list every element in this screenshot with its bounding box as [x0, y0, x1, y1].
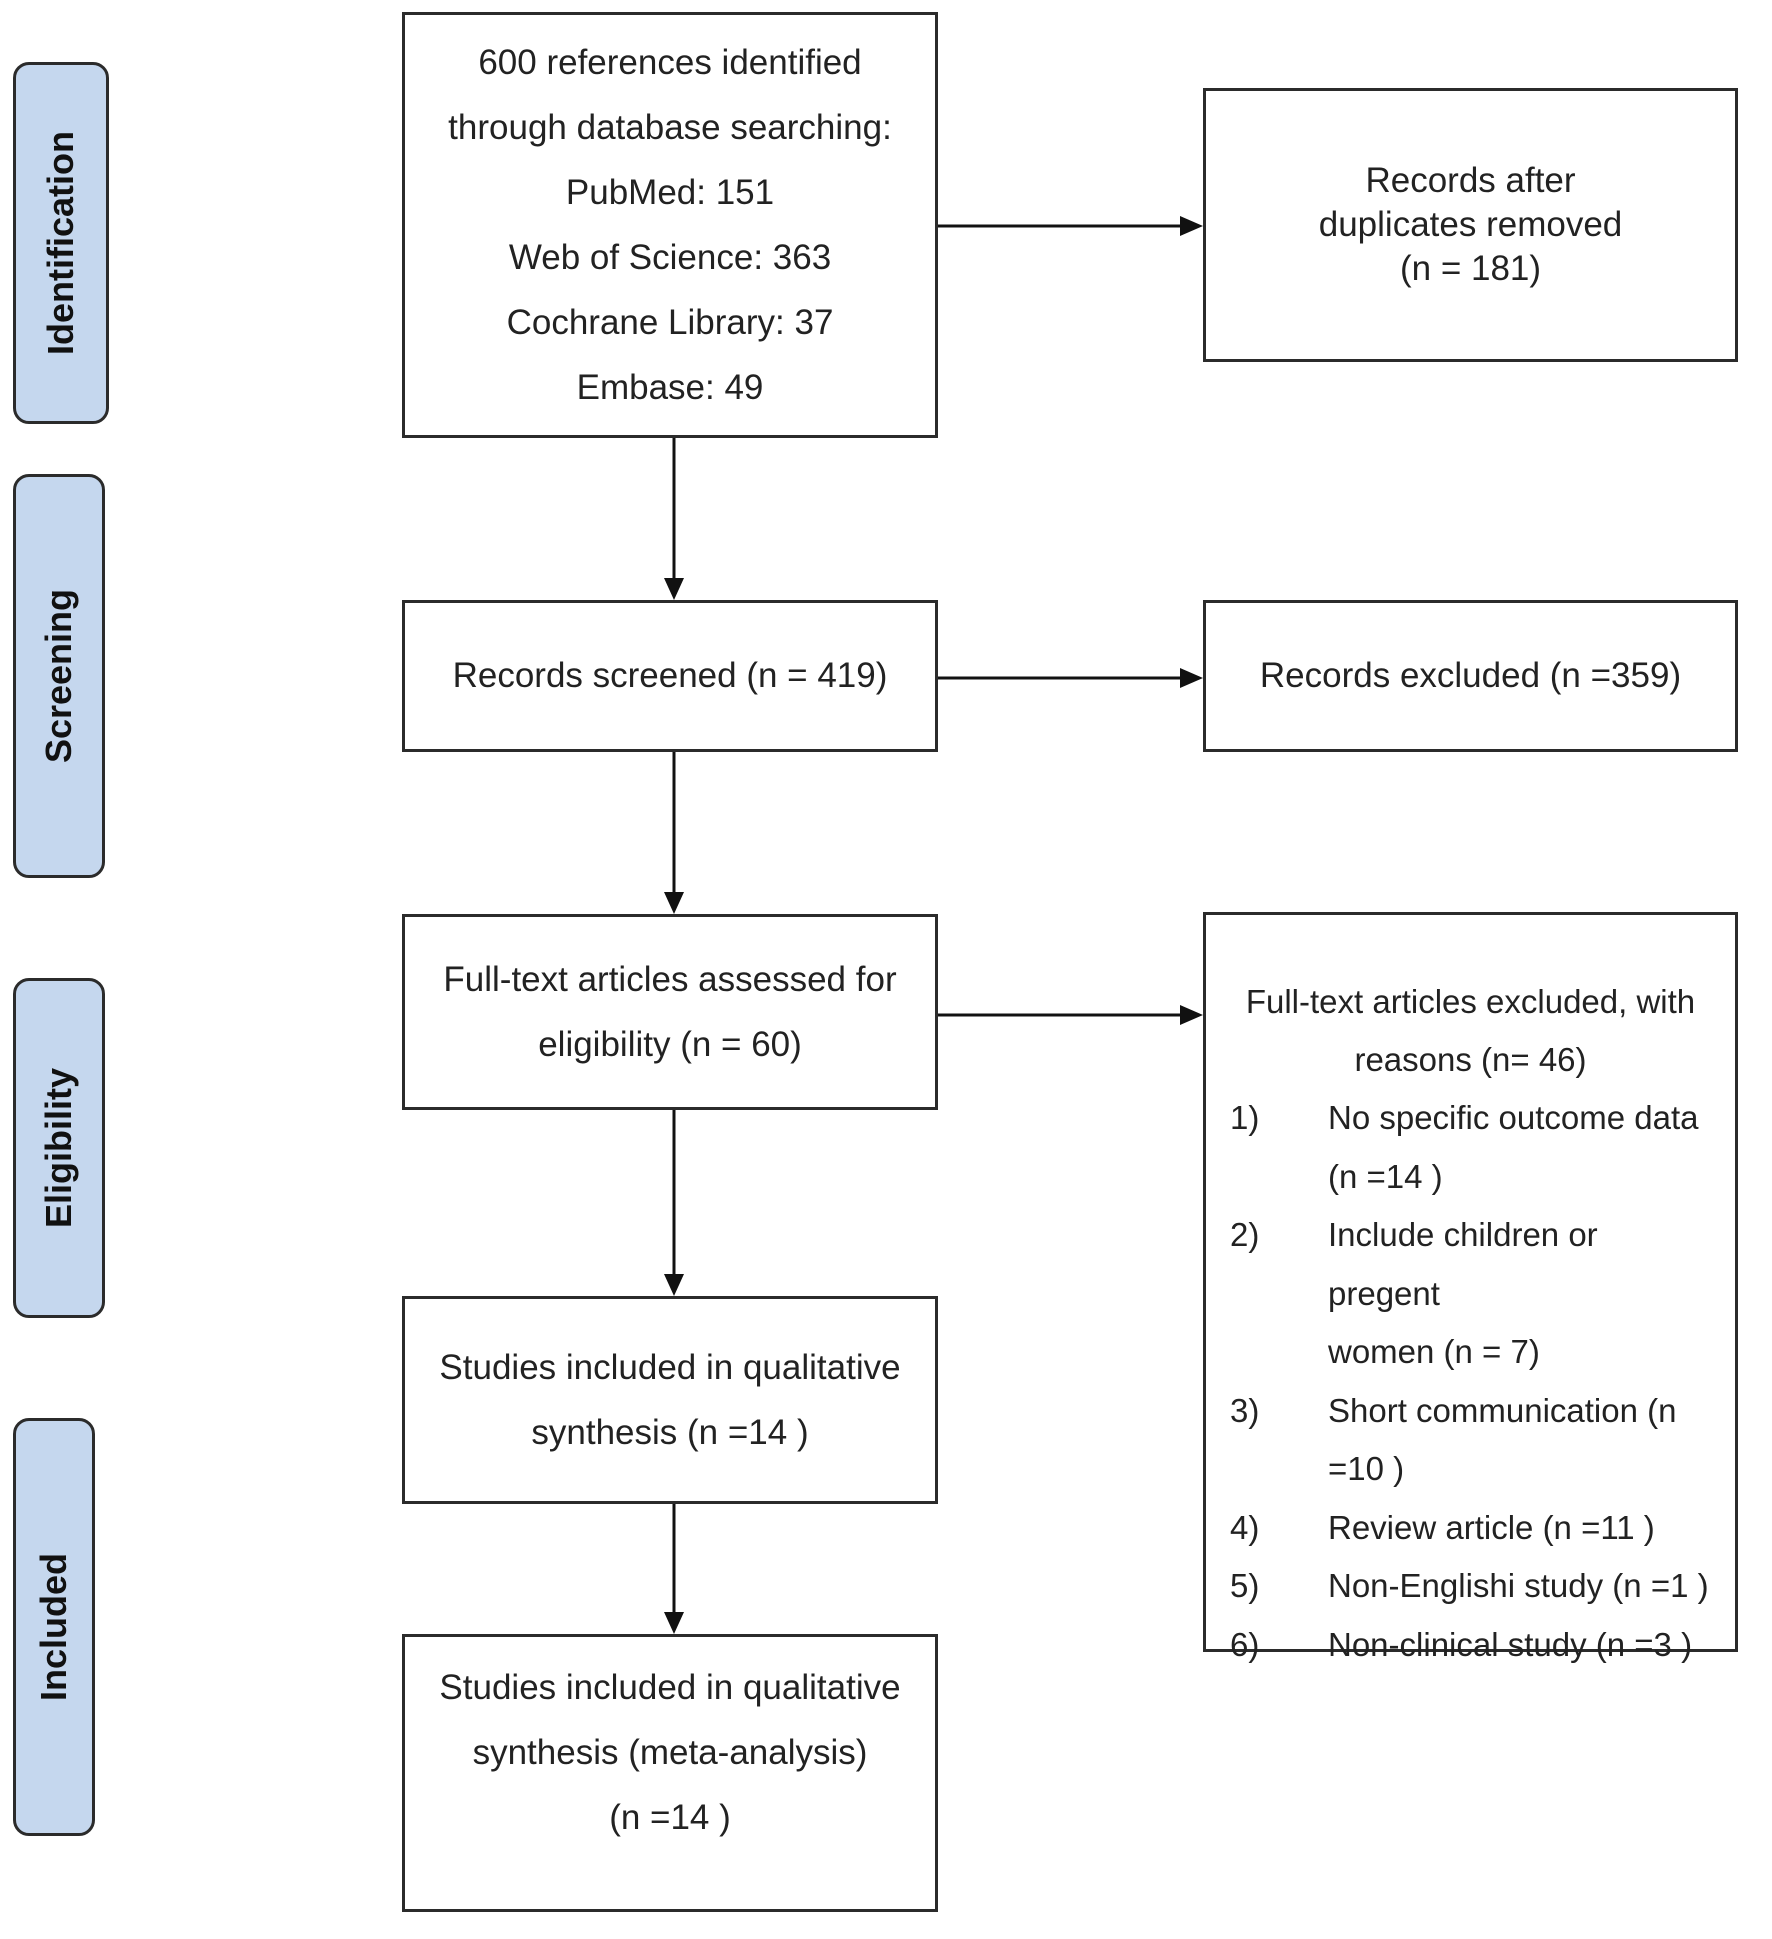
duplicates-line: duplicates removed: [1318, 205, 1623, 244]
identified-line: 600 references identified: [478, 43, 862, 82]
arrowhead: [664, 1612, 684, 1634]
reason-number: 5): [1230, 1567, 1260, 1604]
arrowhead: [1180, 668, 1203, 688]
qualitative-line: synthesis (n =14 ): [531, 1413, 809, 1452]
exclusion-reason: 6) Non-clinical study (n =3 ): [1230, 1616, 1715, 1675]
identified-line: Embase: 49: [576, 368, 764, 407]
reason-number: 4): [1230, 1508, 1260, 1546]
assessed-line: eligibility (n = 60): [538, 1025, 802, 1064]
arrowhead: [664, 578, 684, 600]
exclusion-reason: 3) Short communication (n: [1230, 1382, 1715, 1441]
reason-text: women (n = 7): [1328, 1333, 1540, 1370]
phase-screening: Screening: [13, 474, 105, 878]
qualitative-line: Studies included in qualitative: [439, 1348, 901, 1387]
exclusion-reason: 1) No specific outcome data: [1230, 1089, 1715, 1148]
arrowhead: [1180, 216, 1203, 236]
reason-text: Non-Englishi study (n =1 ): [1328, 1567, 1709, 1604]
arrowhead: [664, 1274, 684, 1296]
reason-text: Non-clinical study (n =3 ): [1328, 1625, 1693, 1663]
identified-line: Web of Science: 363: [508, 238, 832, 277]
exclusion-reason-continued: (n =14 ): [1230, 1148, 1715, 1207]
exclusion-reason-continued: =10 ): [1230, 1440, 1715, 1499]
identified-line: through database searching:: [448, 108, 892, 147]
reason-number: 3): [1230, 1391, 1260, 1429]
identified-line: Cochrane Library: 37: [506, 303, 834, 342]
reason-number: 6): [1230, 1625, 1260, 1663]
phase-included: Included: [13, 1418, 95, 1836]
duplicates-line: (n = 181): [1399, 249, 1542, 288]
meta-line: (n =14 ): [609, 1798, 731, 1837]
fulltext-excluded-box: Full-text articles excluded, with reason…: [1203, 912, 1738, 1663]
fulltext-assessed-box: Full-text articles assessed for eligibil…: [402, 914, 938, 1110]
exclusion-reason: 4) Review article (n =11 ): [1230, 1499, 1715, 1558]
duplicates-removed-box: Records after duplicates removed (n = 18…: [1203, 88, 1738, 362]
identified-line: PubMed: 151: [565, 173, 775, 212]
reason-text: Short communication (n: [1328, 1391, 1677, 1429]
reason-text: =10 ): [1328, 1450, 1405, 1487]
reason-text: (n =14 ): [1328, 1157, 1443, 1195]
meta-analysis-box: Studies included in qualitative synthesi…: [402, 1634, 938, 1912]
meta-line: Studies included in qualitative: [439, 1668, 901, 1707]
records-excluded-box: Records excluded (n =359): [1203, 600, 1738, 752]
fulltext-excluded-heading: reasons (n= 46): [1354, 1041, 1587, 1078]
records-screened-box: Records screened (n = 419): [402, 600, 938, 752]
qualitative-synthesis-box: Studies included in qualitative synthesi…: [402, 1296, 938, 1504]
reason-text: Include children or pregent: [1328, 1216, 1598, 1312]
meta-line: synthesis (meta-analysis): [472, 1733, 868, 1772]
exclusion-reasons-list: 1) No specific outcome data (n =14 ) 2) …: [1206, 1089, 1735, 1674]
records-screened-text: Records screened (n = 419): [452, 656, 888, 695]
records-excluded-text: Records excluded (n =359): [1259, 656, 1682, 695]
exclusion-reason: 2) Include children or pregent: [1230, 1206, 1715, 1323]
exclusion-reason-continued: women (n = 7): [1230, 1323, 1715, 1382]
phase-identification: Identification: [13, 62, 109, 424]
phase-eligibility: Eligibility: [13, 978, 105, 1318]
reason-text: No specific outcome data: [1328, 1099, 1699, 1136]
fulltext-excluded-heading: Full-text articles excluded, with: [1245, 983, 1696, 1020]
assessed-line: Full-text articles assessed for: [443, 960, 897, 999]
arrowhead: [664, 892, 684, 914]
reason-text: Review article (n =11 ): [1328, 1508, 1655, 1546]
identified-records-box: 600 references identified through databa…: [402, 12, 938, 438]
duplicates-line: Records after: [1365, 161, 1576, 200]
arrowhead: [1180, 1005, 1203, 1025]
reason-number: 1): [1230, 1099, 1260, 1136]
exclusion-reason: 5) Non-Englishi study (n =1 ): [1230, 1557, 1715, 1616]
reason-number: 2): [1230, 1216, 1260, 1253]
